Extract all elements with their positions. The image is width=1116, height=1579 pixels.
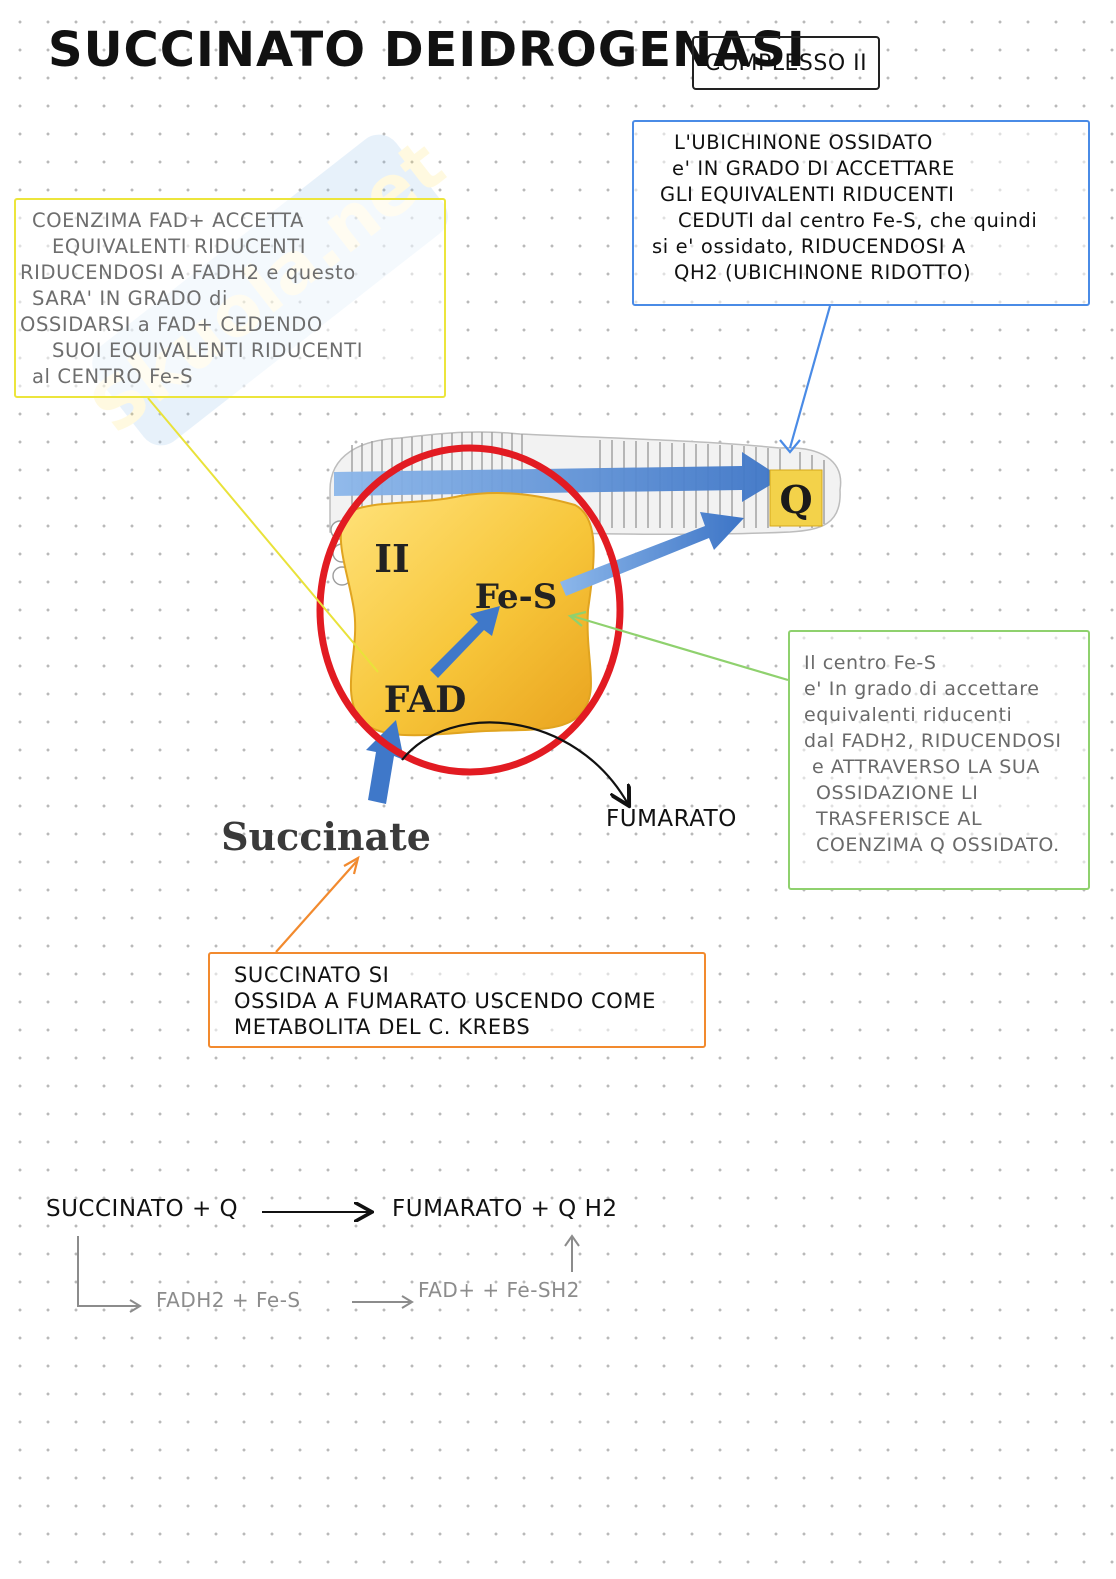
fes-connector-line (572, 616, 788, 680)
subreaction-reactants: FADH2 + Fe-S (156, 1288, 301, 1312)
reaction-products: FUMARATO + Q H2 (392, 1196, 618, 1222)
succinate-label: Succinate (221, 814, 431, 859)
fumarate-label: FUMARATO (606, 806, 737, 832)
ubiquinone-connector-line (790, 306, 830, 448)
iron-sulfur-label: Fe-S (475, 577, 558, 617)
subreaction-bracket (78, 1236, 138, 1306)
subreaction-products: FAD+ + Fe-SH2 (418, 1278, 580, 1302)
reaction-reactants: SUCCINATO + Q (46, 1196, 238, 1222)
complex-number-label: II (374, 536, 410, 581)
quinone-label: Q (779, 477, 812, 522)
succinate-connector-line (276, 862, 356, 952)
fad-label: FAD (384, 679, 467, 721)
